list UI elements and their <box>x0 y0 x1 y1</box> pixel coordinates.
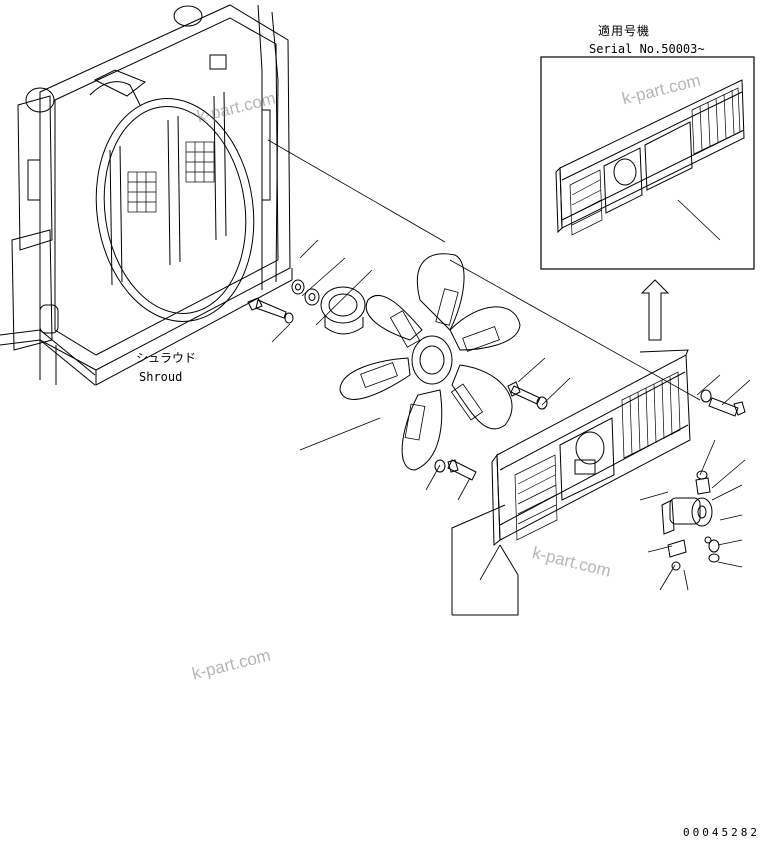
up-arrow-icon <box>640 279 670 341</box>
inset-panel-drawing <box>555 79 745 236</box>
serial-title-jp: 適用号機 <box>598 24 651 38</box>
fan-motor-fittings <box>661 470 720 571</box>
cooling-fan <box>339 253 521 471</box>
serial-title-en: Serial No.50003~ <box>589 42 705 56</box>
radiator-shroud-assembly <box>0 4 293 386</box>
shroud-label-jp: シュラウド <box>136 351 197 365</box>
hardware-parts <box>247 279 746 481</box>
serial-inset-box <box>540 56 755 270</box>
drawing-number: 00045282 <box>683 826 760 839</box>
guard-panel-assembly <box>451 349 691 616</box>
leader-lines <box>267 139 751 591</box>
shroud-label-en: Shroud <box>139 370 183 384</box>
